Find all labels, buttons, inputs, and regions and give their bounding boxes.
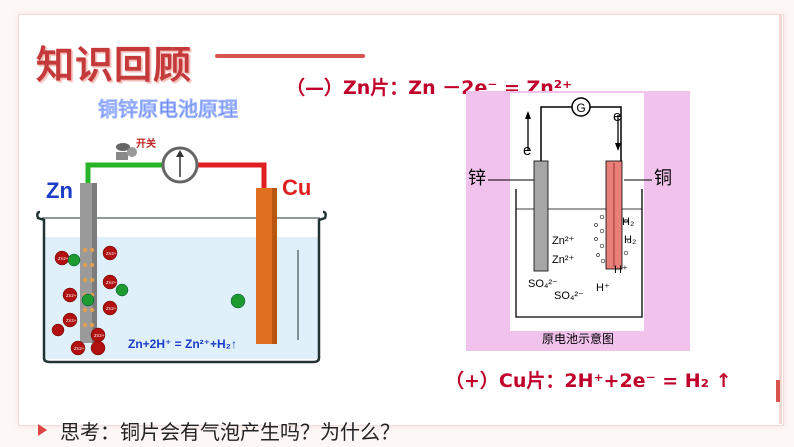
schematic-caption: 原电池示意图 xyxy=(542,331,614,346)
beaker xyxy=(36,210,327,364)
svg-text:Zn2+: Zn2+ xyxy=(58,256,69,261)
svg-text:Zn2+: Zn2+ xyxy=(66,293,77,298)
red-wire xyxy=(197,162,267,188)
copper-label: 铜 xyxy=(654,168,672,188)
galvanic-cell-schematic: G e e 锌 铜 Zn²⁺ Zn²⁺ SO₄²⁻ SO₄²⁻ H⁺ H⁺ H₂… xyxy=(466,91,690,351)
svg-text:Zn2+: Zn2+ xyxy=(66,318,77,323)
gas-bubbles xyxy=(594,214,632,264)
svg-text:Zn2+: Zn2+ xyxy=(74,346,85,351)
cu-rod xyxy=(256,188,277,344)
switch-icon xyxy=(116,143,137,160)
positive-electrode-reaction: （+）Cu片：2H⁺+2e⁻ = H₂ ↑ xyxy=(445,370,732,392)
zinc-plate xyxy=(533,160,549,272)
h2-label: H₂ xyxy=(624,234,636,246)
schematic-beaker xyxy=(515,189,643,318)
zn-ion-label: Zn²⁺ xyxy=(552,254,575,266)
question-text: 思考：铜片会有气泡产生吗？为什么？ xyxy=(60,420,400,444)
svg-text:Zn2+: Zn2+ xyxy=(106,251,117,256)
sulfate-ion-label: SO₄²⁻ xyxy=(528,278,558,290)
bullet-icon xyxy=(38,424,47,436)
electron-label-left: e xyxy=(523,142,531,159)
h-ion-label: H⁺ xyxy=(596,282,610,294)
cu-label: Cu xyxy=(282,175,311,200)
h-ion-label: H⁺ xyxy=(614,264,628,276)
left-diagram-heading: 铜锌原电池原理 xyxy=(98,97,238,121)
galvanometer-label: G xyxy=(576,101,585,115)
svg-text:Zn2+: Zn2+ xyxy=(106,306,117,311)
svg-text:Zn2+: Zn2+ xyxy=(106,280,117,285)
switch-label: 开关 xyxy=(136,137,156,150)
left-equation: Zn+2H⁺ = Zn²⁺+H₂↑ xyxy=(128,337,237,351)
ammeter-icon xyxy=(161,146,199,184)
zn-cu-cell-diagram: 铜锌原电池原理 开关 Zn Cu xyxy=(36,97,327,364)
electron-label-right: e xyxy=(613,108,621,125)
sulfate-ion-label: SO₄²⁻ xyxy=(554,290,584,302)
zn-ion xyxy=(51,245,118,356)
zn-label: Zn xyxy=(46,178,73,203)
h2-label: H₂ xyxy=(622,216,634,228)
h-ion xyxy=(67,253,246,309)
slide-edge-decoration xyxy=(779,14,782,424)
zn-ion-label: Zn²⁺ xyxy=(552,235,575,247)
page-title: 知识回顾 xyxy=(36,43,193,87)
title-underline xyxy=(215,54,365,58)
slide-edge-marker xyxy=(776,380,780,402)
galvanometer-icon xyxy=(571,97,591,117)
green-wire xyxy=(85,162,130,185)
svg-text:Zn2+: Zn2+ xyxy=(94,333,105,338)
zinc-label: 锌 xyxy=(468,168,486,188)
